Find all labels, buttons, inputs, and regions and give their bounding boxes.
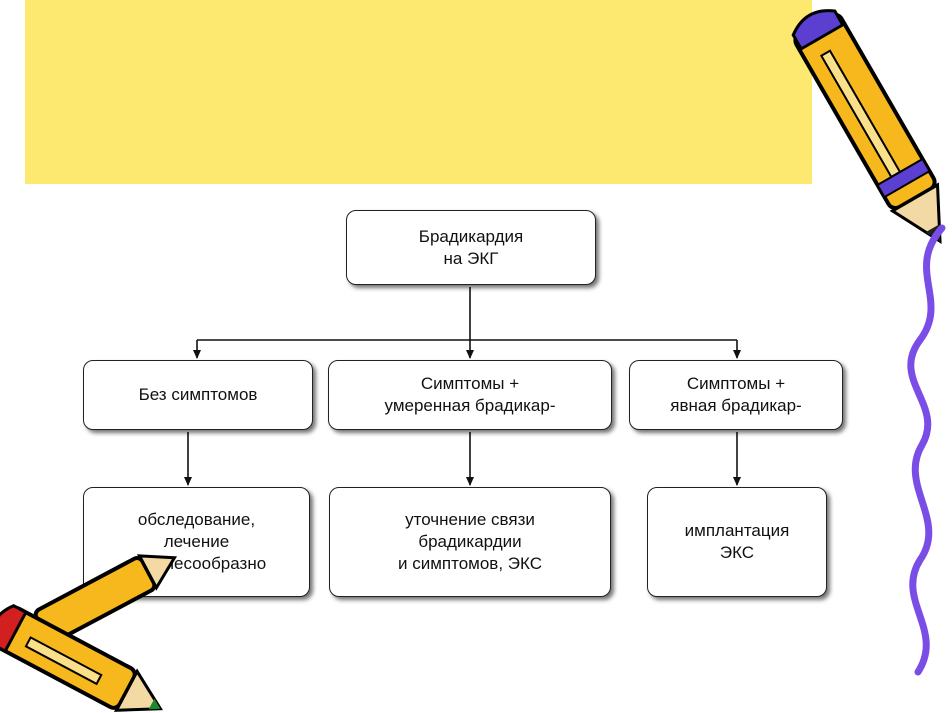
node-branch-2: Симптомы + умеренная брадикар- <box>328 360 612 430</box>
node-branch-3-label: Симптомы + явная брадикар- <box>670 374 802 415</box>
node-branch-1: Без симптомов <box>83 360 313 430</box>
node-action-2-label: уточнение связи брадикардии и симптомов,… <box>398 510 542 573</box>
node-root: Брадикардия на ЭКГ <box>346 210 596 285</box>
node-action-2: уточнение связи брадикардии и симптомов,… <box>329 487 611 597</box>
node-root-label: Брадикардия на ЭКГ <box>418 226 524 268</box>
node-action-3: имплантация ЭКС <box>647 487 827 597</box>
node-action-3-label: имплантация ЭКС <box>684 521 790 562</box>
title-banner <box>25 0 812 184</box>
node-branch-1-label: Без симптомов <box>138 385 258 404</box>
node-branch-3: Симптомы + явная брадикар- <box>629 360 843 430</box>
node-branch-2-label: Симптомы + умеренная брадикар- <box>384 374 556 415</box>
